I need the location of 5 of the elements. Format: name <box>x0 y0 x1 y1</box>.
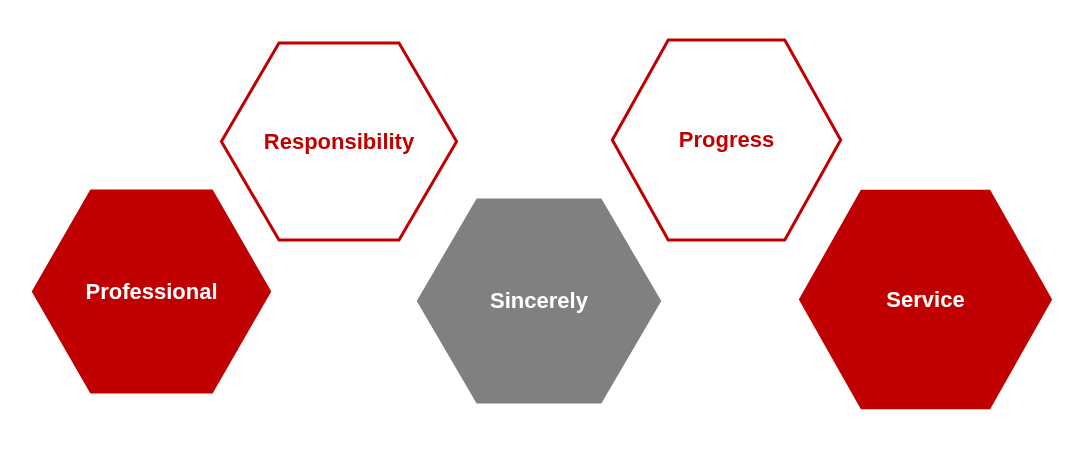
value-label: Sincerely <box>490 287 588 315</box>
value-label: Progress <box>678 126 775 154</box>
value-label: Service <box>886 285 965 314</box>
value-label: Professional <box>85 277 218 306</box>
value-label: Responsibility <box>263 127 415 156</box>
